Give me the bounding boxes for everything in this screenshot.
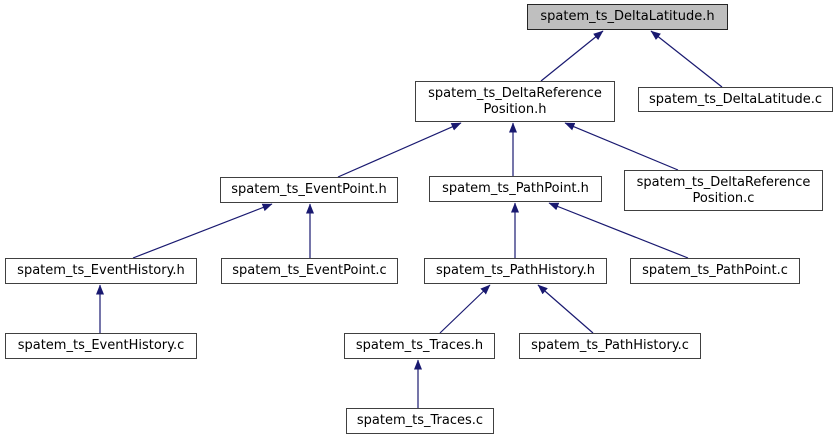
edge-spatem_ts_Traces_h-to-spatem_ts_PathHistory_h bbox=[439, 284, 491, 334]
graph-node-spatem_ts_EventPoint_h[interactable]: spatem_ts_EventPoint.h bbox=[220, 177, 398, 203]
graph-node-spatem_ts_Traces_h[interactable]: spatem_ts_Traces.h bbox=[344, 333, 495, 359]
edge-spatem_ts_DeltaReferencePosition_c-to-spatem_ts_DeltaReferencePosition_h bbox=[564, 122, 679, 171]
graph-node-spatem_ts_PathHistory_c[interactable]: spatem_ts_PathHistory.c bbox=[519, 333, 701, 359]
graph-node-spatem_ts_EventHistory_c[interactable]: spatem_ts_EventHistory.c bbox=[5, 333, 197, 359]
graph-node-spatem_ts_PathPoint_h[interactable]: spatem_ts_PathPoint.h bbox=[429, 176, 602, 202]
graph-node-spatem_ts_PathHistory_h[interactable]: spatem_ts_PathHistory.h bbox=[424, 258, 607, 284]
edge-spatem_ts_DeltaLatitude_c-to-spatem_ts_DeltaLatitude_h bbox=[650, 30, 723, 88]
edge-spatem_ts_EventPoint_h-to-spatem_ts_DeltaReferencePosition_h bbox=[337, 122, 462, 178]
graph-node-spatem_ts_Traces_c[interactable]: spatem_ts_Traces.c bbox=[346, 408, 494, 434]
graph-node-spatem_ts_DeltaLatitude_h: spatem_ts_DeltaLatitude.h bbox=[527, 4, 728, 30]
graph-node-spatem_ts_DeltaReferencePosition_c[interactable]: spatem_ts_DeltaReference Position.c bbox=[624, 170, 823, 211]
graph-node-spatem_ts_DeltaReferencePosition_h[interactable]: spatem_ts_DeltaReference Position.h bbox=[415, 81, 615, 122]
graph-node-spatem_ts_EventPoint_c[interactable]: spatem_ts_EventPoint.c bbox=[221, 258, 398, 284]
graph-node-spatem_ts_PathPoint_c[interactable]: spatem_ts_PathPoint.c bbox=[630, 258, 800, 284]
graph-node-spatem_ts_EventHistory_h[interactable]: spatem_ts_EventHistory.h bbox=[5, 258, 197, 284]
graph-node-spatem_ts_DeltaLatitude_c[interactable]: spatem_ts_DeltaLatitude.c bbox=[638, 87, 833, 112]
edge-spatem_ts_PathHistory_c-to-spatem_ts_PathHistory_h bbox=[537, 284, 594, 334]
edge-spatem_ts_PathPoint_c-to-spatem_ts_PathPoint_h bbox=[548, 202, 689, 259]
edge-spatem_ts_EventHistory_h-to-spatem_ts_EventPoint_h bbox=[132, 203, 273, 259]
edge-spatem_ts_DeltaReferencePosition_h-to-spatem_ts_DeltaLatitude_h bbox=[540, 30, 604, 82]
